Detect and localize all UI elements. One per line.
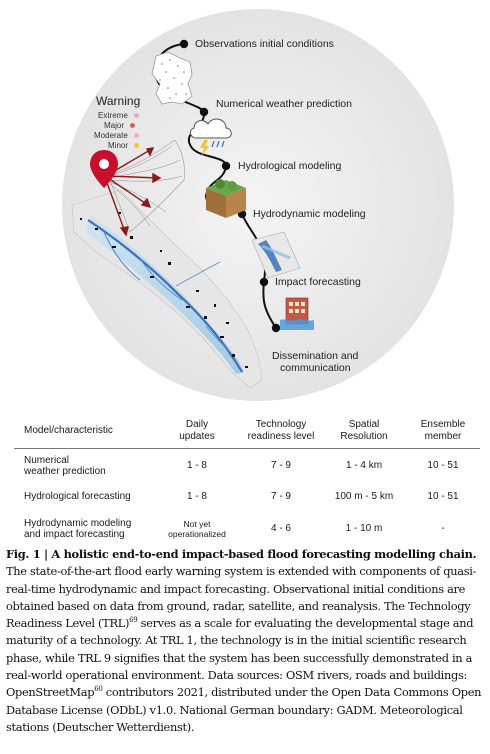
cell-text: Numerical: [24, 454, 70, 466]
cell-text: weather prediction: [24, 465, 106, 477]
caption-heading: Fig. 1 | A holistic end-to-end impact-ba…: [6, 547, 477, 561]
warning-pin-graphic: [90, 139, 185, 237]
warning-level-minor: Minor: [108, 141, 140, 150]
step-label-impact: Impact forecasting: [275, 276, 361, 288]
header-model: Model/characteristic: [14, 416, 154, 449]
step-label-hydrological: Hydrological modeling: [238, 160, 342, 172]
flooded-building-icon: [280, 297, 314, 330]
step-label-dissemination: Dissemination and: [272, 350, 359, 362]
cell-ensemble: 10 - 51: [427, 490, 459, 502]
caption-text-1: The state-of-the-art flood early warning…: [6, 564, 477, 631]
legend-dot: [130, 123, 136, 129]
figure-caption: Fig. 1 | A holistic end-to-end impact-ba…: [6, 546, 486, 736]
header-text: member: [424, 431, 462, 442]
warning-level-label: Major: [104, 121, 125, 130]
cell-model: Hydrological forecasting: [24, 490, 131, 502]
legend-dot: [133, 133, 139, 139]
figure-graphic: [62, 9, 454, 401]
header-text: Spatial: [348, 419, 380, 430]
header-text: Daily: [185, 419, 209, 430]
cell-trl: 7 - 9: [270, 460, 291, 472]
cell-ensemble: -: [441, 523, 445, 534]
cell-resolution: 1 - 4 km: [345, 460, 383, 472]
chain-node-impact: [259, 277, 269, 287]
cell-text: operationalized: [168, 528, 226, 539]
legend-dot: [133, 113, 139, 119]
caption-text-2: serves as a scale for evaluating the dev…: [6, 616, 474, 700]
chain-node-dissemination: [271, 323, 281, 333]
citation-ref: 69: [129, 616, 138, 625]
header-text: Model/characteristic: [24, 425, 113, 436]
header-text: Resolution: [340, 431, 388, 442]
warning-legend-title: Warning: [96, 94, 141, 108]
warning-level-moderate: Moderate: [94, 131, 139, 140]
cell-daily: 1 - 8: [186, 460, 207, 472]
legend-dot: [134, 143, 140, 149]
background-circle: [62, 9, 454, 401]
header-text: updates: [179, 431, 215, 442]
table-row: Hydrological forecasting 1 - 8 7 - 9 100…: [14, 483, 480, 510]
flood-inundation-map-icon: [251, 231, 301, 279]
cell-resolution: 1 - 10 m: [345, 523, 383, 534]
figure-panel: Warning Extreme Major Moderate Minor Obs…: [62, 9, 454, 401]
cell-resolution: 100 m - 5 km: [334, 490, 394, 502]
header-text: Ensemble: [420, 419, 466, 430]
citation-ref: 60: [94, 685, 103, 694]
terrain-block-icon: [206, 179, 246, 218]
cell-ensemble: 10 - 51: [427, 460, 459, 472]
step-label-observations: Observations initial conditions: [195, 38, 334, 50]
cell-text: Hydrodynamic modeling: [24, 517, 132, 529]
cell-text: Not yet: [183, 518, 211, 529]
step-label-weather-prediction: Numerical weather prediction: [216, 98, 352, 110]
germany-stations-map-icon: [151, 51, 193, 105]
warning-level-label: Minor: [108, 141, 129, 150]
warning-level-extreme: Extreme: [98, 111, 139, 120]
header-text: readiness level: [247, 431, 315, 442]
warning-level-major: Major: [104, 121, 136, 130]
warning-level-label: Moderate: [94, 131, 128, 140]
step-label-hydrodynamic: Hydrodynamic modeling: [253, 208, 366, 220]
river-network-map: [71, 189, 263, 389]
cell-daily: 1 - 8: [186, 490, 207, 502]
caption-text-3: contributors 2021, distributed under the…: [6, 685, 482, 734]
chain-node-hydrological: [221, 161, 231, 171]
cell-trl: 4 - 6: [270, 523, 291, 534]
chain-node-weather: [199, 107, 209, 117]
chain-node-observations: [179, 39, 189, 49]
cell-text: and impact forecasting: [24, 528, 125, 540]
cell-trl: 7 - 9: [270, 490, 291, 502]
storm-cloud-icon: [189, 118, 232, 156]
warning-level-label: Extreme: [98, 111, 128, 120]
header-text: Technology: [255, 419, 307, 430]
step-label-communication: communication: [280, 362, 351, 374]
